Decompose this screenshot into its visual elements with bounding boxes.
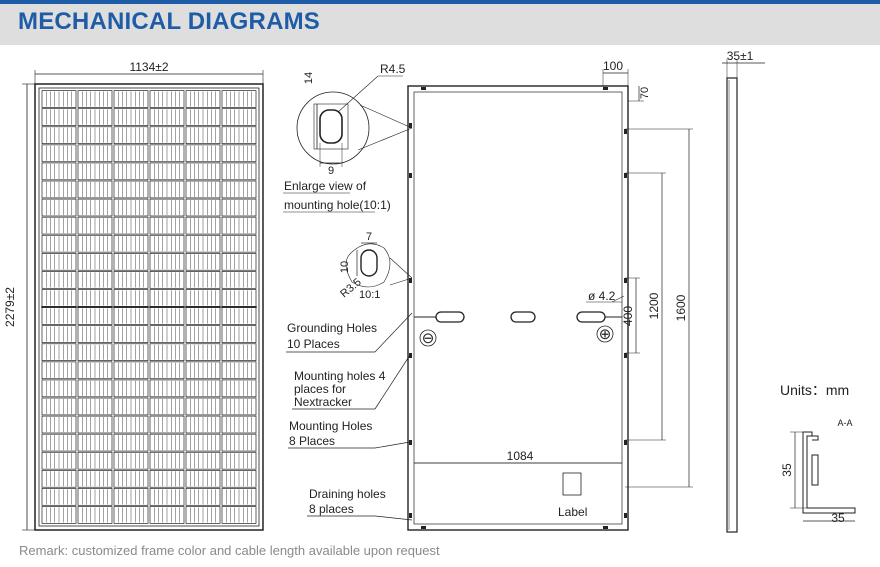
hole-left-4 bbox=[409, 353, 412, 358]
hole-detail-frame bbox=[313, 103, 349, 150]
minus-terminal-circle bbox=[419, 329, 437, 347]
front-frame-inner bbox=[38, 87, 260, 527]
hole-left-2 bbox=[409, 173, 412, 178]
small-hole-height-label: 10 bbox=[339, 261, 351, 273]
minus-terminal-symbol: ⊖ bbox=[422, 330, 435, 347]
hole-caption-line1: Enlarge view of bbox=[284, 179, 367, 193]
label-box-text: Label bbox=[558, 505, 587, 519]
hole-width-label: 9 bbox=[328, 165, 334, 177]
hole-left-6 bbox=[409, 513, 412, 518]
section-web bbox=[811, 454, 819, 486]
section-horizontal-label: 35 bbox=[831, 511, 845, 525]
nextracker-label-2: places for bbox=[294, 382, 346, 396]
hole-detail bbox=[283, 75, 413, 213]
side-frame bbox=[726, 77, 738, 533]
dim-100-label: 100 bbox=[603, 59, 623, 73]
label-box bbox=[562, 472, 582, 496]
side-view bbox=[722, 59, 765, 533]
dim-hole-dia-arrow bbox=[611, 295, 625, 303]
draining-label-1: Draining holes bbox=[309, 487, 386, 501]
header-accent-bar bbox=[0, 0, 880, 4]
section-title: A-A bbox=[837, 418, 852, 428]
hole-bottom-1 bbox=[421, 526, 426, 529]
section-frame-outline bbox=[802, 431, 856, 514]
back-slot-center bbox=[510, 311, 536, 323]
mounting-label-2: 8 Places bbox=[289, 434, 335, 448]
small-hole-cloud bbox=[345, 243, 391, 288]
nextracker-label-1: Mounting holes 4 bbox=[294, 369, 386, 383]
dim-400-label: 400 bbox=[621, 306, 635, 326]
back-slot-right bbox=[576, 311, 606, 323]
back-frame-inner bbox=[413, 91, 623, 525]
dim-1600-label: 1600 bbox=[674, 294, 688, 321]
mounting-leader bbox=[374, 441, 411, 449]
small-hole-slot bbox=[360, 249, 378, 277]
section-profile bbox=[790, 431, 856, 522]
front-frame-outer bbox=[34, 83, 264, 531]
back-view bbox=[407, 69, 693, 531]
back-slot-left bbox=[435, 311, 465, 323]
front-width-label: 1134±2 bbox=[129, 60, 168, 74]
remark-text: Remark: customized frame color and cable… bbox=[19, 543, 440, 558]
hole-right-3 bbox=[624, 278, 627, 283]
nextracker-label-3: Nextracker bbox=[294, 395, 352, 409]
dim-70-label: 70 bbox=[639, 87, 651, 99]
front-height-label: 2279±2 bbox=[3, 287, 17, 327]
draining-label-2: 8 places bbox=[309, 502, 354, 516]
plus-terminal-symbol: ⊕ bbox=[599, 326, 612, 343]
hole-right-1 bbox=[624, 129, 627, 134]
units-label: Units：mm bbox=[780, 382, 850, 398]
section-lip bbox=[812, 435, 819, 441]
mounting-label-1: Mounting Holes bbox=[289, 419, 372, 433]
grounding-label-2: 10 Places bbox=[287, 337, 340, 351]
dim-1084-label: 1084 bbox=[507, 449, 534, 463]
hole-right-5 bbox=[624, 440, 627, 445]
back-frame-outer bbox=[407, 85, 629, 531]
hole-right-2 bbox=[624, 173, 627, 178]
nextracker-leader bbox=[374, 354, 411, 410]
hole-right-4 bbox=[624, 353, 627, 358]
small-hole-width-label: 7 bbox=[366, 231, 372, 243]
hole-height-label: 14 bbox=[303, 72, 315, 84]
hole-left-1 bbox=[409, 123, 412, 128]
frame-holes bbox=[409, 87, 627, 529]
solar-cell-grid bbox=[41, 90, 257, 524]
page-title: MECHANICAL DIAGRAMS bbox=[18, 8, 321, 35]
dim-1200-label: 1200 bbox=[647, 292, 661, 319]
dim-hole-dia-label: ø 4.2 bbox=[588, 289, 616, 303]
hole-right-6 bbox=[624, 513, 627, 518]
draining-leader bbox=[374, 515, 413, 521]
header-band bbox=[0, 4, 880, 45]
callout-leaders bbox=[286, 312, 413, 521]
small-hole-connector-bottom bbox=[389, 277, 413, 286]
section-vertical-label: 35 bbox=[780, 463, 794, 477]
hole-radius-label: R4.5 bbox=[380, 62, 406, 76]
grounding-label-1: Grounding Holes bbox=[287, 321, 377, 335]
hole-left-5 bbox=[409, 440, 412, 445]
front-view bbox=[22, 70, 264, 531]
hole-radius-leader bbox=[337, 75, 379, 113]
hole-detail-connector-bottom bbox=[357, 127, 413, 151]
grounding-leader bbox=[374, 312, 413, 353]
small-hole-scale-label: 10:1 bbox=[359, 289, 380, 301]
plus-terminal-circle bbox=[596, 325, 614, 343]
small-hole-connector-top bbox=[389, 257, 413, 279]
hole-top-2 bbox=[603, 87, 608, 90]
hole-top-1 bbox=[421, 87, 426, 90]
header: MECHANICAL DIAGRAMS bbox=[0, 0, 880, 50]
hole-detail-slot bbox=[319, 109, 343, 144]
hole-left-3 bbox=[409, 278, 412, 283]
small-hole-detail bbox=[345, 242, 413, 288]
hole-detail-connector-top bbox=[359, 104, 413, 129]
side-thickness-label: 35±1 bbox=[727, 49, 754, 63]
hole-detail-circle bbox=[296, 91, 370, 165]
hole-caption-line2: mounting hole(10:1) bbox=[284, 198, 391, 212]
hole-bottom-2 bbox=[603, 526, 608, 529]
